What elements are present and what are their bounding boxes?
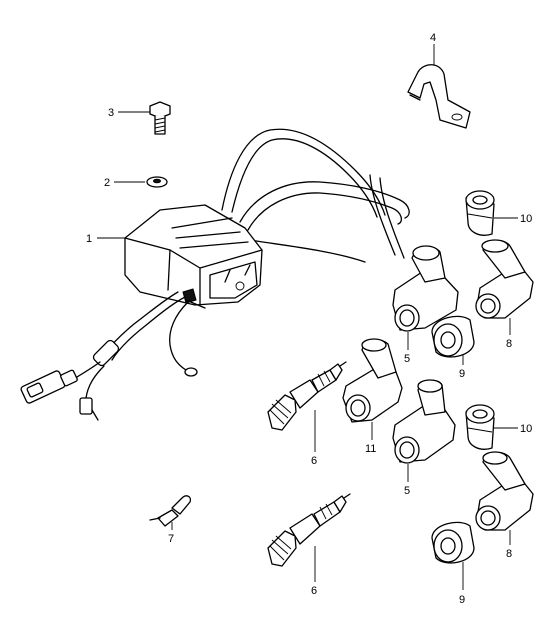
bolt — [149, 101, 171, 135]
callout-11: 11 — [365, 443, 376, 455]
callout-4: 4 — [430, 32, 436, 44]
cap-cover-lower — [465, 404, 495, 450]
callout-9-lower: 9 — [459, 594, 465, 606]
elbow-cap-lower — [475, 451, 534, 531]
plug-cap-lower — [392, 379, 456, 464]
rubber-seal-upper — [431, 315, 475, 358]
leader-lines — [97, 44, 518, 590]
callout-10-lower: 10 — [520, 423, 532, 435]
callout-3: 3 — [108, 107, 114, 119]
callout-6-upper: 6 — [311, 455, 317, 467]
callout-5-upper: 5 — [404, 353, 410, 365]
cdi-unit — [124, 204, 263, 309]
high-tension-cords — [221, 128, 410, 263]
cap-cover-upper — [465, 190, 495, 236]
plug-cap-upper — [392, 245, 459, 332]
spark-plug-upper — [267, 361, 347, 431]
callout-6-lower: 6 — [311, 585, 317, 597]
callout-9-upper: 9 — [459, 368, 465, 380]
rubber-seal-lower — [431, 521, 475, 564]
callout-7: 7 — [168, 533, 174, 545]
plug-cap-11 — [342, 338, 403, 423]
callout-1: 1 — [86, 233, 92, 245]
wiring-harness — [20, 291, 198, 421]
spark-plug-lower — [267, 493, 351, 567]
terminal — [149, 495, 192, 527]
callout-numbers: 1 2 3 4 5 5 6 6 7 8 8 9 9 10 10 11 — [86, 32, 532, 606]
washer — [146, 176, 168, 188]
callout-8-lower: 8 — [506, 548, 512, 560]
callout-2: 2 — [104, 177, 110, 189]
cord-clamp — [407, 64, 471, 129]
callout-8-upper: 8 — [506, 338, 512, 350]
callout-5-lower: 5 — [404, 485, 410, 497]
callout-10-upper: 10 — [520, 213, 532, 225]
elbow-cap-upper — [475, 239, 534, 319]
